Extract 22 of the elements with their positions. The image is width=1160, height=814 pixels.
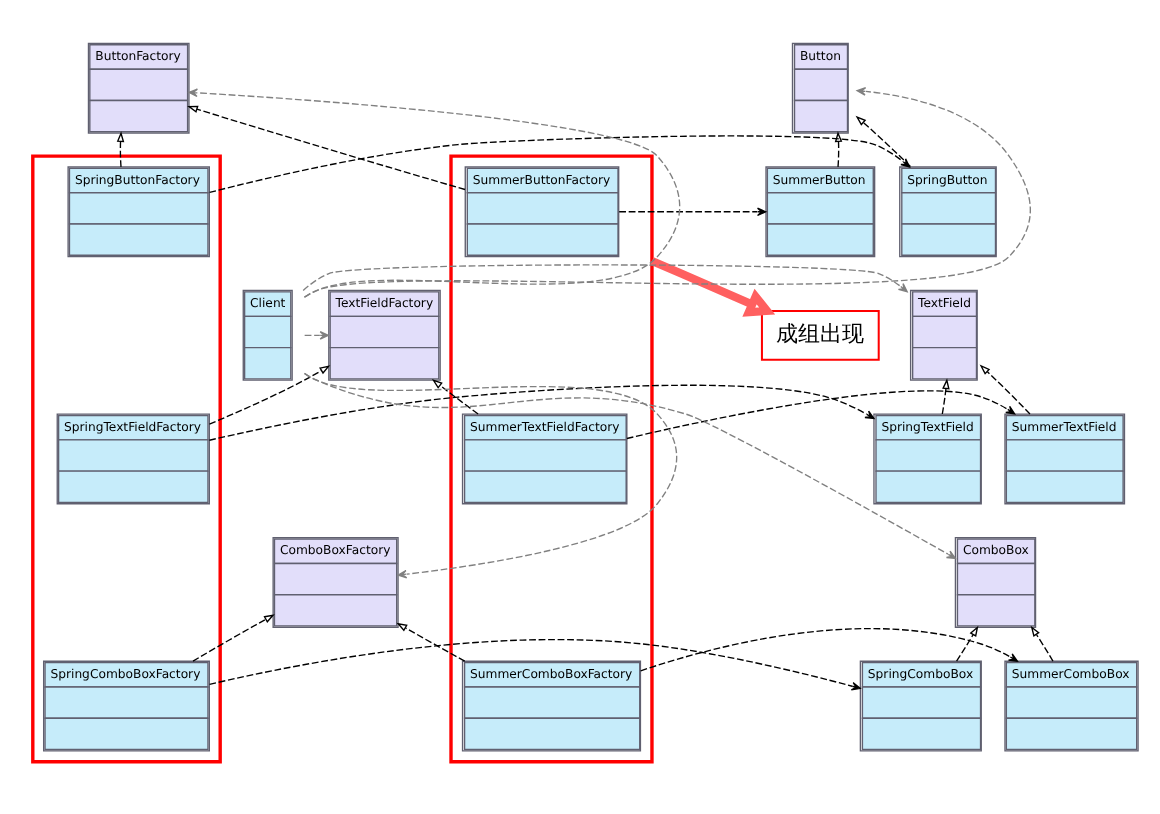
arrow (640, 627, 1019, 671)
arrow (187, 104, 466, 190)
arrow (431, 378, 479, 414)
arrow (618, 206, 767, 216)
arrow (192, 613, 275, 661)
arrow (303, 330, 330, 339)
arrow (834, 130, 843, 167)
arrow (979, 363, 1031, 414)
arrow (650, 256, 776, 316)
arrow (302, 263, 908, 292)
cluster (449, 153, 654, 763)
arrow (396, 621, 466, 661)
node-box: 成组出现 (760, 308, 880, 360)
arrow (303, 86, 1031, 297)
arrow (1030, 624, 1054, 661)
arrow (955, 624, 979, 661)
arrow (208, 364, 331, 424)
arrow (116, 130, 125, 167)
arrow (303, 371, 957, 558)
arrow (188, 87, 681, 297)
arrow (941, 377, 950, 414)
cluster (31, 153, 222, 763)
